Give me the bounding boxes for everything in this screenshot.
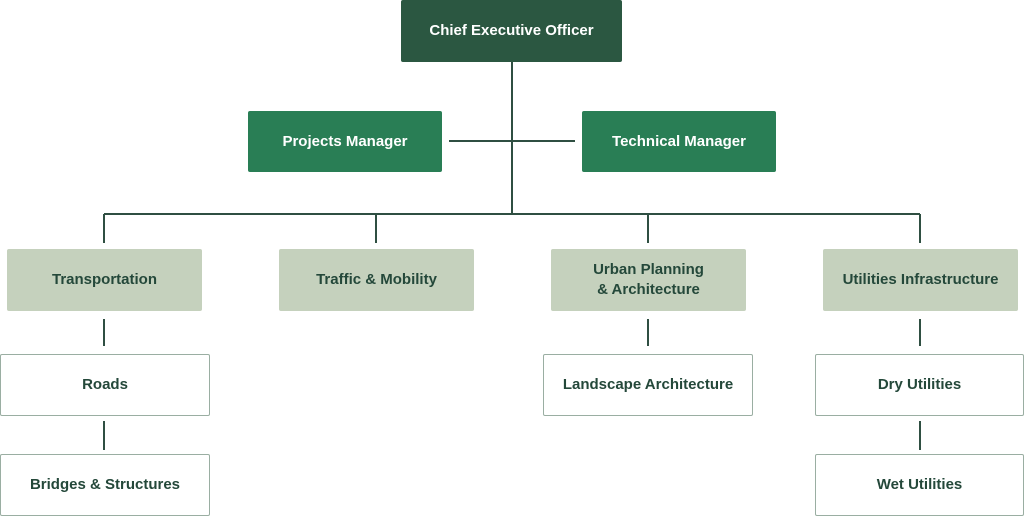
technical-manager-box: Technical Manager (582, 111, 776, 172)
dept-traffic-mobility-label: Traffic & Mobility (316, 271, 437, 288)
unit-dry-utilities-label: Dry Utilities (877, 376, 962, 393)
unit-wet-utilities-box: Wet Utilities (815, 454, 1024, 516)
dept-urban-planning-box: Urban Planning & Architecture (551, 249, 746, 311)
dept-transportation-label: Transportation (51, 271, 157, 288)
dept-urban-planning-label-line2: & Architecture (597, 281, 700, 298)
projects-manager-box: Projects Manager (248, 111, 442, 172)
ceo-label: Chief Executive Officer (429, 22, 594, 39)
unit-roads-label: Roads (82, 376, 128, 393)
dept-utilities-box: Utilities Infrastructure (823, 249, 1018, 311)
dept-transportation-box: Transportation (7, 249, 202, 311)
unit-bridges-structures-box: Bridges & Structures (0, 454, 210, 516)
dept-traffic-mobility-box: Traffic & Mobility (279, 249, 474, 311)
unit-wet-utilities-label: Wet Utilities (876, 476, 963, 493)
dept-utilities-label: Utilities Infrastructure (842, 271, 999, 288)
unit-dry-utilities-box: Dry Utilities (815, 354, 1024, 416)
unit-landscape-architecture-box: Landscape Architecture (543, 354, 753, 416)
ceo-box: Chief Executive Officer (401, 0, 622, 62)
technical-manager-label: Technical Manager (612, 132, 746, 150)
dept-urban-planning-label-line1: Urban Planning (593, 261, 704, 278)
unit-roads-box: Roads (0, 354, 210, 416)
unit-landscape-architecture-label: Landscape Architecture (562, 376, 734, 393)
projects-manager-label: Projects Manager (282, 132, 408, 150)
unit-bridges-structures-label: Bridges & Structures (29, 476, 181, 493)
